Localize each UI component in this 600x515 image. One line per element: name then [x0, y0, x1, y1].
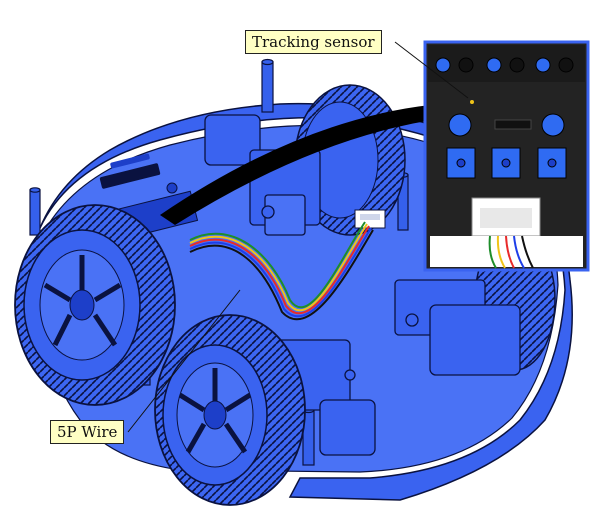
5p-wire-label: 5P Wire	[50, 420, 125, 444]
leader-lines	[127, 41, 469, 433]
wheel-front-right	[154, 314, 306, 506]
tracking-sensor-board-icon	[423, 40, 590, 272]
zoom-beam	[160, 105, 432, 225]
5p-wire	[189, 221, 374, 321]
sensor-connector	[354, 209, 386, 229]
tracking-sensor-label: Tracking sensor	[245, 30, 382, 54]
wheel-front-left	[14, 204, 176, 406]
